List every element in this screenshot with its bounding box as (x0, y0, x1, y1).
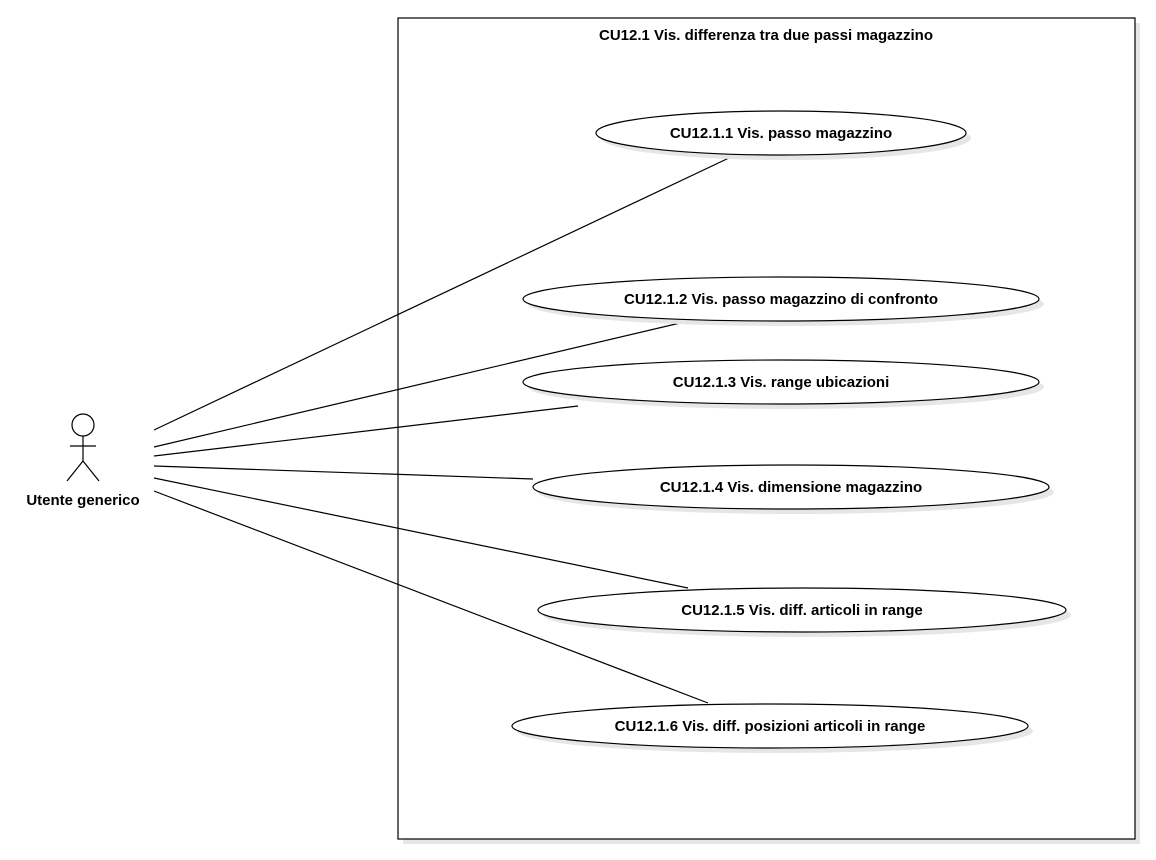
use-case-label: CU12.1.6 Vis. diff. posizioni articoli i… (615, 718, 926, 735)
association-uc5[interactable] (153, 477, 689, 589)
use-case-uc5[interactable]: CU12.1.5 Vis. diff. articoli in range (537, 587, 1071, 637)
use-case-ellipse (522, 276, 1040, 322)
actor-label: Utente generico (26, 492, 139, 509)
actor[interactable]: Utente generico (26, 413, 140, 509)
use-case-ellipse (532, 464, 1050, 510)
use-case-label: CU12.1.2 Vis. passo magazzino di confron… (624, 291, 938, 308)
use-case-uc2[interactable]: CU12.1.2 Vis. passo magazzino di confron… (522, 276, 1044, 326)
use-case-label: CU12.1.4 Vis. dimensione magazzino (660, 479, 922, 496)
association-uc3[interactable] (153, 405, 579, 457)
use-case-uc3[interactable]: CU12.1.3 Vis. range ubicazioni (522, 359, 1044, 409)
use-case-uc6[interactable]: CU12.1.6 Vis. diff. posizioni articoli i… (511, 703, 1033, 753)
association-uc1[interactable] (153, 156, 732, 431)
associations (153, 156, 732, 704)
association-uc6[interactable] (153, 490, 709, 704)
stick-figure-icon (66, 413, 100, 482)
use-case-label: CU12.1.5 Vis. diff. articoli in range (681, 602, 922, 619)
use-case-ellipse (511, 703, 1029, 749)
use-case-label: CU12.1.3 Vis. range ubicazioni (673, 374, 889, 391)
system-title: CU12.1 Vis. differenza tra due passi mag… (599, 27, 933, 44)
use-case-uc1[interactable]: CU12.1.1 Vis. passo magazzino (595, 110, 971, 160)
use-case-ellipse (522, 359, 1040, 405)
use-case-ellipse (537, 587, 1067, 633)
use-case-uc4[interactable]: CU12.1.4 Vis. dimensione magazzino (532, 464, 1054, 514)
use-case-ellipse (595, 110, 967, 156)
association-uc4[interactable] (153, 465, 534, 480)
association-uc2[interactable] (153, 322, 681, 448)
use-case-label: CU12.1.1 Vis. passo magazzino (670, 125, 892, 142)
